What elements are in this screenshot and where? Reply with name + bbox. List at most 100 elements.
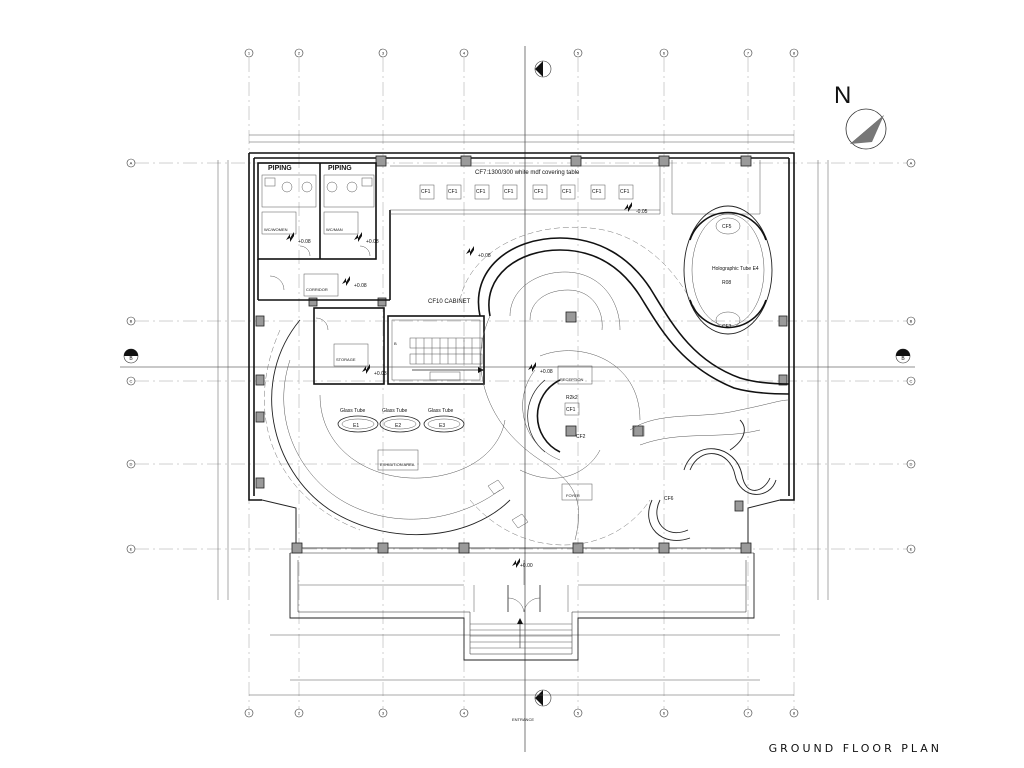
axis-label-top: 7 xyxy=(747,51,750,56)
axis-label-right: A xyxy=(910,161,913,166)
storage-area: STORAGE xyxy=(313,307,385,385)
axis-label-top: 8 xyxy=(793,51,796,56)
foyer-label: FOYER xyxy=(566,493,580,498)
cf1-label: CF1 xyxy=(448,189,458,195)
reception-furniture: CF1 xyxy=(566,407,576,413)
axis-label-right: E xyxy=(910,547,913,552)
glass-tube-label: Glass Tube xyxy=(340,408,366,414)
axis-label-top: 5 xyxy=(577,51,580,56)
piping-label: PIPING xyxy=(268,165,292,172)
axis-bubbles-right: A B C D E xyxy=(906,158,916,554)
entrance-stairs xyxy=(470,618,572,649)
cf1-label: CF1 xyxy=(592,189,602,195)
grid-axes xyxy=(120,46,915,752)
axis-label-bottom: 8 xyxy=(793,711,796,716)
level-label: +0.08 xyxy=(354,283,367,289)
holographic-id: CF3 xyxy=(722,324,732,330)
level-label: +0.08 xyxy=(366,239,379,245)
cf1-label: CF1 xyxy=(620,189,630,195)
wc-man-label: WC/MAN xyxy=(326,227,343,232)
glass-tube-id: E1 xyxy=(353,423,359,429)
cf1-label: CF1 xyxy=(504,189,514,195)
axis-label-right: C xyxy=(910,379,913,384)
wc-women-label: WC/WOMEN xyxy=(264,227,288,232)
axis-label-bottom: 4 xyxy=(463,711,466,716)
level-label: +0.03 xyxy=(374,371,387,377)
glass-tube-label: Glass Tube xyxy=(382,408,408,414)
axis-label-right: D xyxy=(910,462,913,467)
north-label: N xyxy=(834,82,851,109)
section-marker-left: B xyxy=(123,348,139,364)
holographic-id: R08 xyxy=(722,280,731,286)
north-arrow: N xyxy=(834,82,887,150)
reception-furniture: CF2 xyxy=(576,434,586,440)
entrance-doors xyxy=(507,560,541,613)
axis-label-bottom: 3 xyxy=(382,711,385,716)
axis-label-top: 3 xyxy=(382,51,385,56)
axis-bubbles-left: A B C D E xyxy=(126,158,136,554)
cf1-label: CF1 xyxy=(534,189,544,195)
glass-tubes: Glass Tube Glass Tube Glass Tube E1 E2 E… xyxy=(337,408,465,433)
axis-label-left: B xyxy=(130,319,133,324)
holographic-tube: CF5 CF3 Holographic Tube E4 R08 xyxy=(683,205,773,335)
stair-cabinet: CF10 CABINET B xyxy=(387,299,485,385)
holographic-id: CF5 xyxy=(722,224,732,230)
section-marker-bottom xyxy=(534,689,552,707)
wc-block: PIPING PIPING WC/WOMEN WC/MAN xyxy=(257,162,377,260)
axis-label-left: D xyxy=(130,462,133,467)
reception-area: RECEPTION R2k2 CF1 CF2 xyxy=(557,365,593,440)
dimension-lines xyxy=(217,134,829,696)
axis-label-left: A xyxy=(130,161,133,166)
cf1-label: CF1 xyxy=(476,189,486,195)
piping-label: PIPING xyxy=(328,165,352,172)
outer-walls xyxy=(248,152,795,661)
foyer-area: FOYER xyxy=(561,483,593,501)
furniture-cf7: CF7:1300/300 white mdf covering table CF… xyxy=(390,160,761,215)
storage-label: STORAGE xyxy=(336,357,356,362)
axis-label-bottom: 7 xyxy=(747,711,750,716)
axis-label-bottom: 6 xyxy=(663,711,666,716)
furniture-line-label: CF7:1300/300 white mdf covering table xyxy=(475,170,580,176)
misc-furniture xyxy=(487,425,645,529)
cf1-label: CF1 xyxy=(421,189,431,195)
section-marker-label: B xyxy=(129,356,133,362)
level-label: +0.08 xyxy=(540,369,553,375)
level-label: +0.08 xyxy=(478,253,491,259)
level-label: +0.00 xyxy=(520,563,533,569)
glass-tube-id: E2 xyxy=(395,423,401,429)
exhibition-label: EXHIBITION AREA xyxy=(380,462,415,467)
axis-bubbles-bottom: 1 2 3 4 5 6 7 8 xyxy=(244,708,799,718)
entrance-label: ENTRANCE xyxy=(512,717,534,722)
axis-label-bottom: 2 xyxy=(298,711,301,716)
corridor-area: CORRIDOR xyxy=(257,210,391,301)
columns xyxy=(255,155,788,554)
level-markers: +0.08 +0.08 +0.08 +0.08 +0.03 +0.08 -0.0… xyxy=(286,202,648,569)
axis-label-top: 2 xyxy=(298,51,301,56)
level-label: +0.08 xyxy=(298,239,311,245)
cabinet-label: CF10 CABINET xyxy=(428,299,471,305)
cf6-label: CF6 xyxy=(664,496,674,502)
axis-label-top: 1 xyxy=(248,51,251,56)
axis-label-right: B xyxy=(910,319,913,324)
holographic-label: Holographic Tube E4 xyxy=(712,266,759,272)
exhibition-area: EXHIBITION AREA xyxy=(377,449,419,471)
section-marker-label: B xyxy=(901,356,905,362)
curved-walls xyxy=(264,226,790,546)
reception-label: RECEPTION xyxy=(560,377,583,382)
stair-marker: B xyxy=(394,341,397,346)
glass-tube-label: Glass Tube xyxy=(428,408,454,414)
reception-furniture: R2k2 xyxy=(566,395,578,401)
drawing-title: GROUND FLOOR PLAN xyxy=(768,742,942,755)
corridor-label: CORRIDOR xyxy=(306,287,328,292)
section-marker-right: B xyxy=(895,348,911,364)
axis-label-left: C xyxy=(130,379,133,384)
cf6-benches: CF6 xyxy=(648,419,777,541)
axis-label-bottom: 1 xyxy=(248,711,251,716)
level-label: -0.05 xyxy=(636,209,648,215)
axis-label-top: 4 xyxy=(463,51,466,56)
section-marker-top xyxy=(534,60,552,78)
axis-label-left: E xyxy=(130,547,133,552)
axis-label-top: 6 xyxy=(663,51,666,56)
cf1-label: CF1 xyxy=(562,189,572,195)
